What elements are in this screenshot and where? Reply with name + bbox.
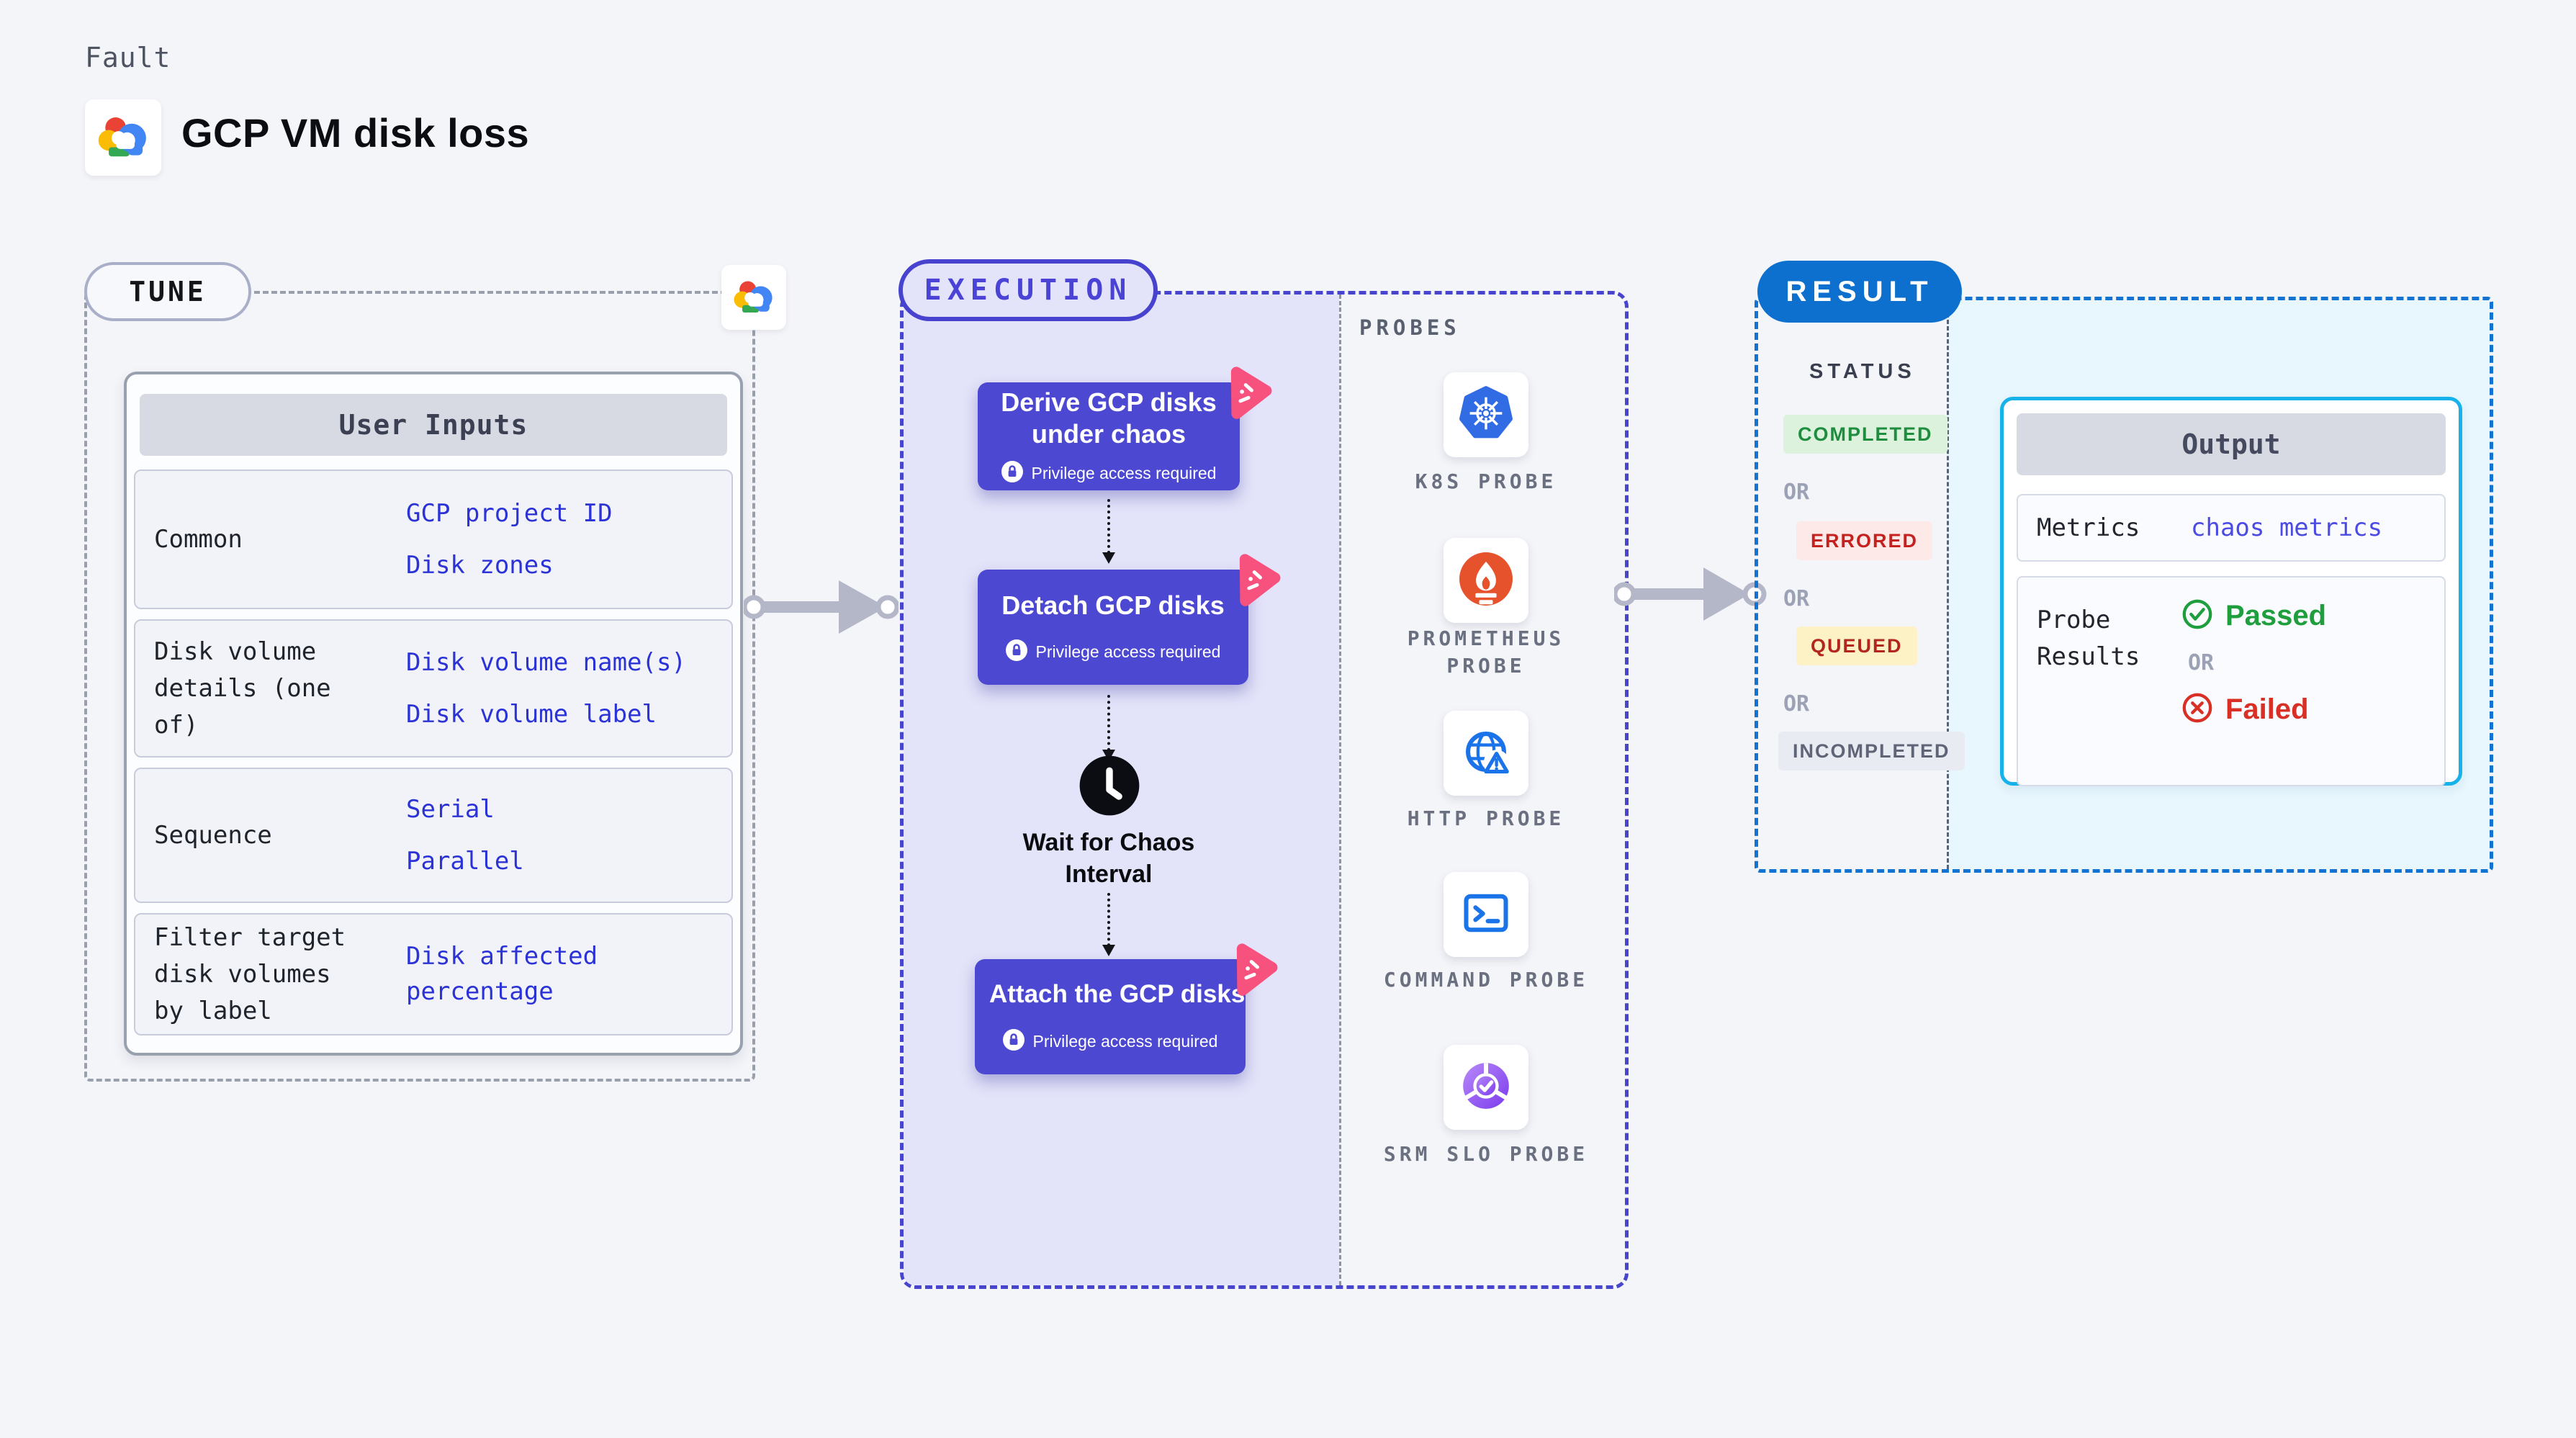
metrics-label: Metrics — [2037, 513, 2140, 542]
page-title: GCP VM disk loss — [181, 110, 530, 156]
gcp-logo-tile — [85, 99, 161, 176]
gcp-cloud-icon — [94, 112, 152, 163]
passed-label: Passed — [2225, 600, 2327, 632]
probe-tile-srm-slo — [1444, 1045, 1528, 1130]
row-value: GCP project ID — [406, 499, 613, 528]
row-label: Common — [154, 524, 243, 554]
output-row-probe-results: Probe Results Passed OR — [2017, 576, 2446, 786]
output-row-metrics: Metrics chaos metrics — [2017, 494, 2446, 562]
table-row-sequence: Sequence Serial Parallel — [134, 768, 733, 903]
probe-tile-command — [1444, 872, 1528, 957]
flow-arrow-probes-to-result — [1614, 567, 1767, 621]
tune-section-box — [84, 291, 755, 1082]
row-value: Disk volume name(s) — [406, 648, 686, 677]
globe-warning-icon — [1455, 721, 1517, 786]
probe-tile-prometheus — [1444, 538, 1528, 623]
row-value: Disk zones — [406, 551, 554, 580]
status-badge-completed: COMPLETED — [1783, 415, 1947, 454]
prometheus-icon — [1455, 548, 1517, 614]
clock-icon — [1076, 752, 1143, 823]
user-inputs-header: User Inputs — [140, 394, 727, 456]
step-derive-gcp-disks: Derive GCP disks under chaos Privilege a… — [978, 382, 1240, 490]
probes-divider — [1339, 295, 1341, 1285]
output-panel: Output Metrics chaos metrics Probe Resul… — [2000, 397, 2462, 786]
status-badge-incompleted: INCOMPLETED — [1778, 732, 1965, 770]
probe-tile-k8s — [1444, 372, 1528, 457]
probe-results-label: Probe Results — [2037, 606, 2140, 671]
result-section-label: RESULT — [1757, 261, 1962, 323]
table-row-common: Common GCP project ID Disk zones — [134, 469, 733, 609]
kubernetes-icon — [1455, 382, 1517, 448]
privilege-note: Privilege access required — [1031, 464, 1217, 483]
tune-gcp-logo-tile — [721, 265, 786, 330]
flow-connector-down — [1102, 893, 1115, 956]
table-row-filter-by-label: Filter target disk volumes by label Disk… — [134, 913, 733, 1035]
slo-donut-check-icon — [1455, 1055, 1517, 1120]
row-label: Sequence — [154, 820, 272, 850]
chaos-badge-icon — [1218, 938, 1283, 1002]
flow-arrow-tune-to-execution — [744, 580, 899, 634]
probe-label: HTTP PROBE — [1407, 806, 1565, 830]
lock-icon — [1005, 639, 1027, 665]
output-header: Output — [2017, 413, 2446, 475]
tune-section-label: TUNE — [84, 262, 251, 321]
metrics-value: chaos metrics — [2191, 513, 2383, 542]
terminal-icon — [1455, 882, 1517, 948]
passed-check-icon — [2181, 598, 2214, 634]
fault-kicker: Fault — [85, 42, 171, 73]
step-detach-gcp-disks: Detach GCP disks Privilege access requir… — [978, 570, 1248, 685]
row-value: Disk affected percentage — [406, 941, 598, 1006]
row-value: Parallel — [406, 847, 524, 876]
probe-label: SRM SLO PROBE — [1383, 1142, 1589, 1166]
or-label: OR — [1783, 480, 1810, 505]
probe-label: PROMETHEUS PROBE — [1407, 626, 1565, 678]
probe-tile-http — [1444, 711, 1528, 796]
step-title: Detach GCP disks — [1001, 590, 1225, 620]
flow-connector-down — [1102, 695, 1115, 761]
row-label: Filter target disk volumes by label — [154, 922, 346, 1025]
status-badge-queued: QUEUED — [1796, 626, 1917, 665]
chaos-badge-icon — [1212, 361, 1277, 426]
status-badge-errored: ERRORED — [1796, 521, 1933, 560]
or-label: OR — [1783, 586, 1810, 611]
row-value: Serial — [406, 795, 495, 824]
privilege-note: Privilege access required — [1032, 1031, 1218, 1051]
execution-section-label: EXECUTION — [899, 259, 1158, 321]
privilege-note: Privilege access required — [1035, 642, 1221, 662]
failed-label: Failed — [2225, 693, 2309, 725]
row-value: Disk volume label — [406, 700, 657, 729]
wait-step-label: Wait for Chaos Interval — [1022, 829, 1195, 889]
failed-cross-icon — [2181, 691, 2214, 728]
probe-label: K8S PROBE — [1415, 469, 1557, 493]
user-inputs-card: User Inputs Common GCP project ID Disk z… — [124, 372, 743, 1056]
lock-icon — [1002, 1028, 1024, 1054]
chaos-badge-icon — [1221, 548, 1286, 613]
step-title: Attach the GCP disks — [989, 980, 1246, 1009]
gcp-cloud-icon — [731, 277, 777, 319]
table-row-disk-volume-details: Disk volume details (one of) Disk volume… — [134, 619, 733, 758]
step-attach-gcp-disks: Attach the GCP disks Privilege access re… — [975, 959, 1246, 1074]
step-title: Derive GCP disks under chaos — [1001, 387, 1217, 449]
probe-label: COMMAND PROBE — [1383, 968, 1589, 992]
flow-connector-down — [1102, 499, 1115, 564]
or-label: OR — [1783, 691, 1810, 716]
status-heading: STATUS — [1809, 360, 1916, 383]
row-label: Disk volume details (one of) — [154, 637, 331, 740]
probes-section-label: PROBES — [1359, 315, 1461, 340]
lock-icon — [1001, 461, 1023, 486]
result-divider — [1947, 300, 1949, 869]
or-label: OR — [2188, 650, 2215, 675]
